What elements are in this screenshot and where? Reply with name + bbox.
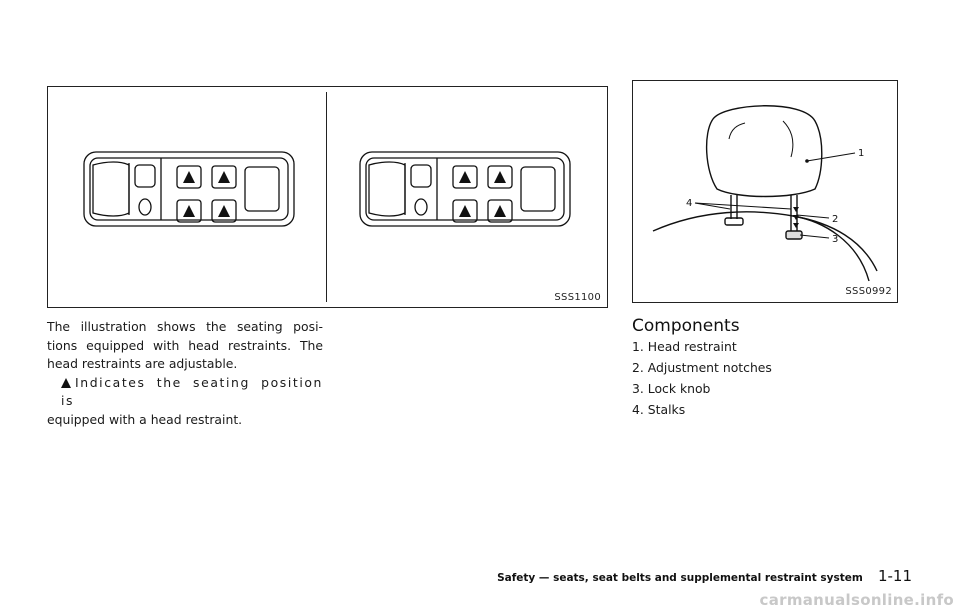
seat-marker-front-right	[183, 205, 195, 217]
callout-4: 4	[686, 198, 692, 209]
text-line: head restraints are adjustable.	[47, 356, 238, 371]
page-footer: Safety — seats, seat belts and supplemen…	[497, 566, 912, 585]
seat-marker-rear-left	[218, 171, 230, 183]
components-heading: Components	[632, 316, 740, 336]
text-line: The illustration shows the seating posi-	[47, 319, 323, 334]
seating-figure: SSS1100	[47, 86, 608, 308]
seat-marker-front-left	[459, 171, 471, 183]
head-restraint-marker-icon	[61, 377, 71, 388]
van-seating-diagram-2	[359, 151, 571, 227]
list-item: 2. Adjustment notches	[632, 360, 772, 375]
head-restraint-figure: 1 2 3 4 SSS0992	[632, 80, 898, 303]
page-number: 1-11	[877, 567, 912, 585]
text-line: Indicates the seating position is	[61, 374, 323, 408]
figure-code: SSS1100	[554, 292, 601, 303]
text-line: tions equipped with head restraints. The	[47, 337, 323, 353]
watermark: carmanualsonline.info	[759, 591, 954, 609]
figure-divider	[326, 92, 327, 302]
callout-3: 3	[832, 234, 838, 245]
text-line: equipped with a head restraint.	[47, 411, 243, 427]
seat-marker-rear-right	[218, 205, 230, 217]
seat-marker-rear-left	[494, 171, 506, 183]
seat-marker-rear-right	[494, 205, 506, 217]
callout-2: 2	[832, 214, 838, 225]
section-title: Safety — seats, seat belts and supplemen…	[497, 572, 863, 584]
list-item: 4. Stalks	[632, 402, 686, 417]
list-item: 3. Lock knob	[632, 381, 711, 396]
seat-marker-front-left	[183, 171, 195, 183]
body-paragraph: The illustration shows the seating posi-…	[47, 318, 323, 429]
seat-marker-front-right	[459, 205, 471, 217]
components-list: 1. Head restraint 2. Adjustment notches …	[632, 336, 772, 420]
figure-code: SSS0992	[845, 286, 892, 297]
head-restraint-illustration: 1 2 3 4	[652, 105, 878, 282]
callout-1: 1	[858, 148, 864, 159]
list-item: 1. Head restraint	[632, 339, 737, 354]
van-seating-diagram-1	[83, 151, 295, 227]
